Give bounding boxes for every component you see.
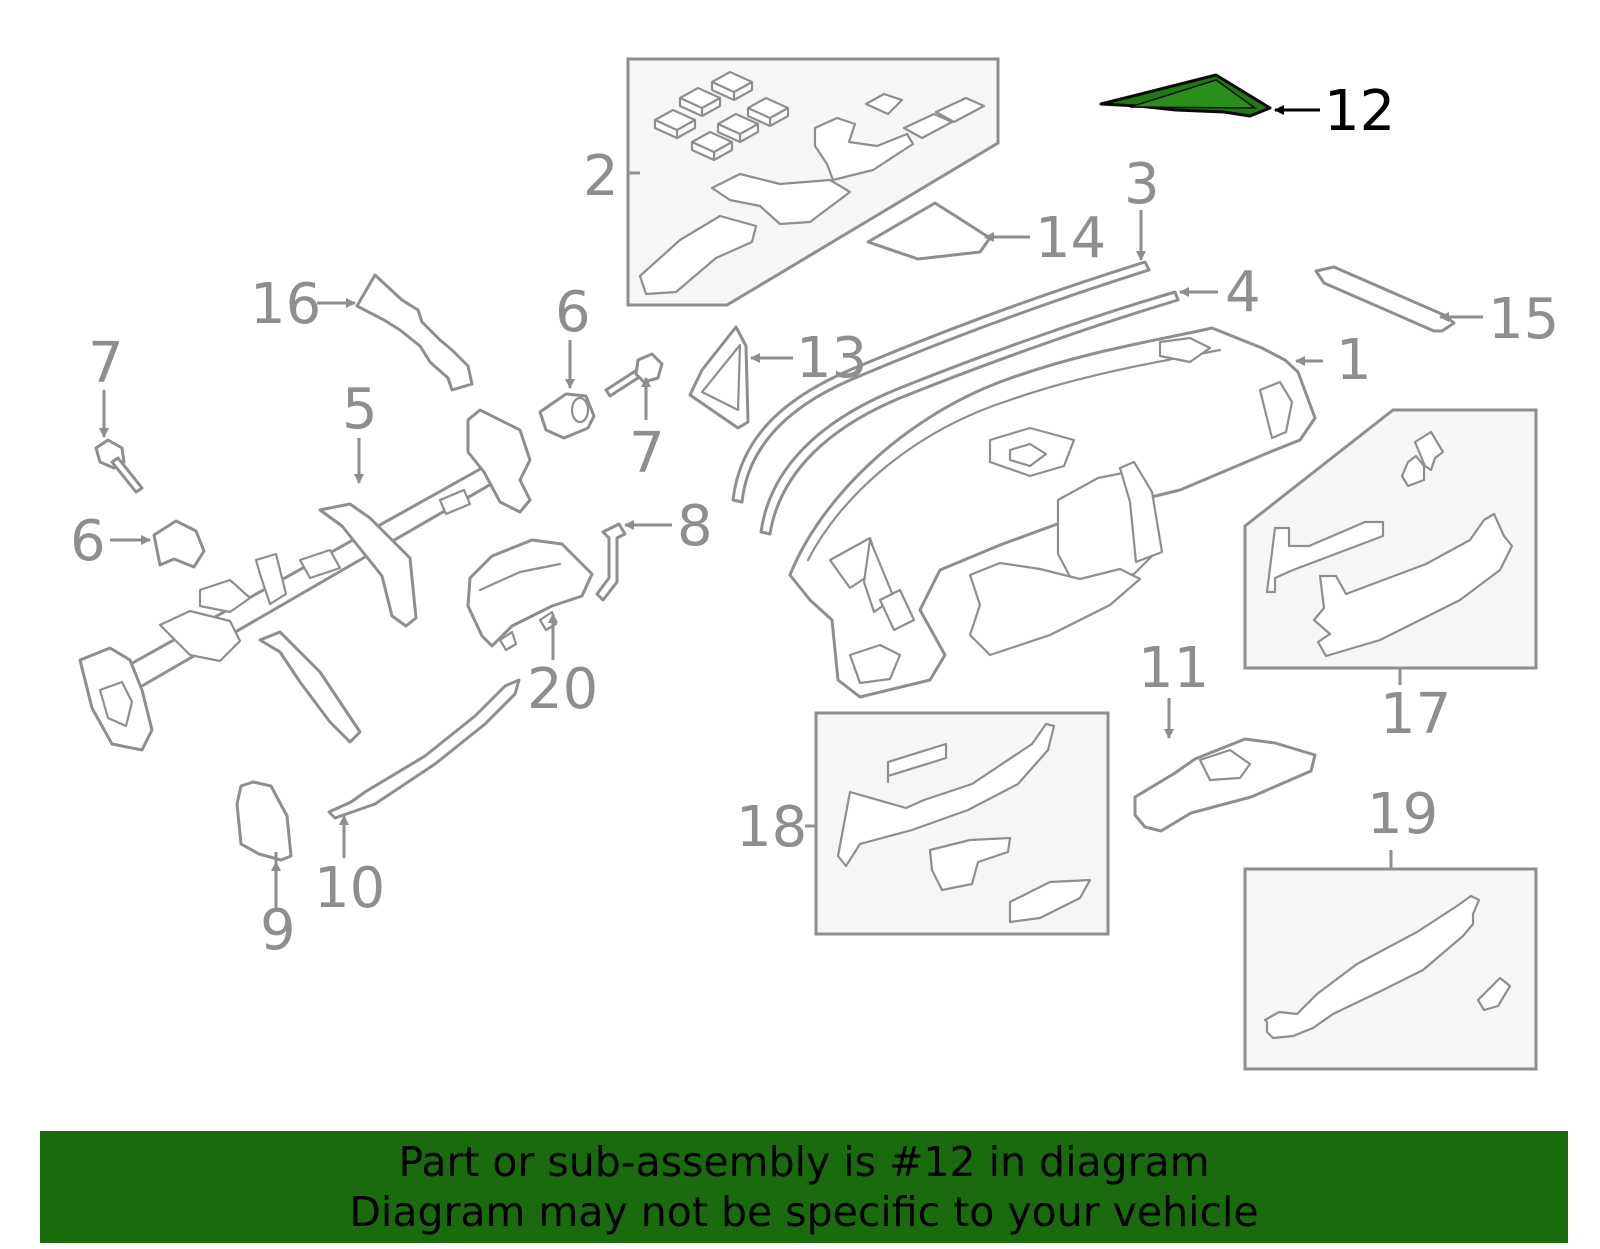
- callout-11: 11: [1138, 636, 1209, 701]
- footer-banner: Part or sub-assembly is #12 in diagram D…: [40, 1131, 1568, 1243]
- part-12-highlighted[interactable]: [1099, 73, 1272, 118]
- part-4-strip: [759, 290, 1180, 536]
- callout-13: 13: [796, 326, 867, 391]
- callout-14: 14: [1035, 206, 1106, 271]
- callout-3: 3: [1124, 152, 1160, 217]
- part-13: [688, 325, 750, 430]
- leader-lines: [99, 105, 1483, 908]
- part-2-assembly-box: [626, 57, 1000, 307]
- callout-6-upper: 6: [555, 280, 591, 345]
- callout-20: 20: [527, 657, 598, 722]
- part-1-instrument-panel: [788, 326, 1317, 699]
- callout-19: 19: [1367, 782, 1438, 847]
- part-20-airbag: [466, 538, 594, 652]
- part-3-strip: [731, 260, 1151, 504]
- part-6-upper: [538, 392, 596, 440]
- callout-labels: 1 2 3 4 5 6 6 7 7 8 9 10 11 12 13 14 15 …: [70, 79, 1559, 963]
- callout-7-upper: 7: [629, 421, 665, 486]
- footer-line-1: Part or sub-assembly is #12 in diagram: [398, 1138, 1210, 1186]
- part-14: [866, 201, 992, 261]
- part-15: [1314, 265, 1456, 333]
- part-10: [327, 678, 521, 820]
- part-17-assembly-box: [1243, 408, 1538, 670]
- callout-5: 5: [342, 377, 378, 442]
- part-9: [235, 780, 293, 862]
- callout-7-left: 7: [88, 331, 124, 396]
- callout-17: 17: [1380, 682, 1451, 747]
- footer-line-2: Diagram may not be specific to your vehi…: [349, 1188, 1259, 1236]
- part-16: [355, 273, 474, 392]
- callout-4: 4: [1225, 260, 1261, 325]
- part-5-cross-beam: [78, 408, 532, 752]
- callout-10: 10: [314, 856, 385, 921]
- callout-9: 9: [260, 898, 296, 963]
- part-18-assembly-box: [814, 711, 1110, 936]
- part-19-assembly-box: [1243, 867, 1538, 1071]
- callout-8: 8: [677, 494, 713, 559]
- part-7-bolt-upper: [604, 352, 664, 398]
- callout-1: 1: [1336, 328, 1372, 393]
- callout-6-lower: 6: [70, 509, 106, 574]
- callout-2: 2: [583, 144, 619, 209]
- callout-12[interactable]: 12: [1324, 79, 1395, 144]
- callout-16: 16: [250, 272, 321, 337]
- callout-15: 15: [1488, 287, 1559, 352]
- part-8: [595, 522, 627, 602]
- part-11: [1133, 737, 1317, 833]
- part-6-lower: [152, 519, 206, 569]
- part-7-bolt-left: [94, 438, 144, 494]
- callout-18: 18: [736, 795, 807, 860]
